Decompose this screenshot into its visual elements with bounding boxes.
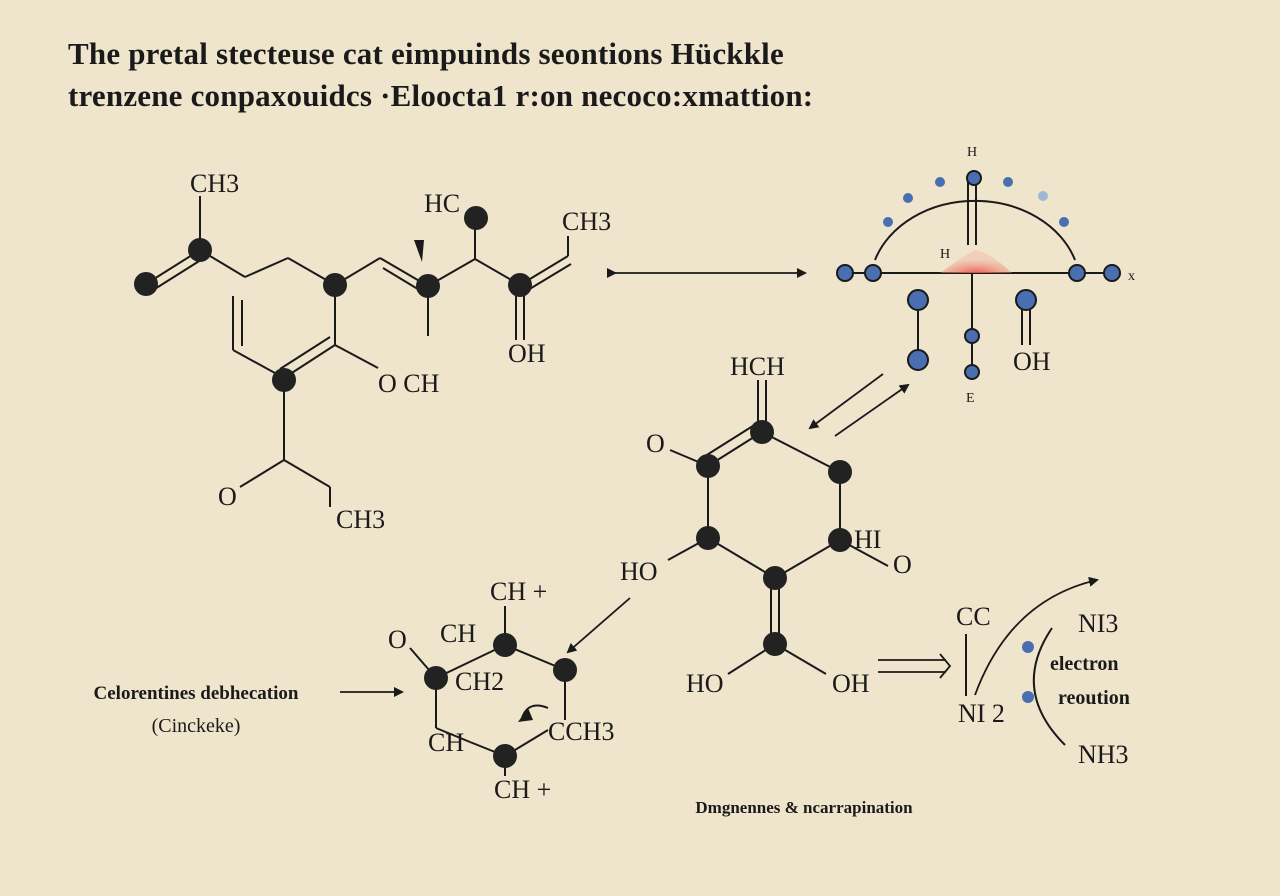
atom [964, 328, 980, 344]
caption-bottom: Dmgnennes & ncarrapination [695, 798, 913, 817]
orbital-diagram: H H x OH E [836, 145, 1135, 406]
label-o-low: O [218, 482, 237, 511]
arrow [808, 373, 884, 430]
label-nh3: NH3 [1078, 740, 1129, 769]
atom [464, 206, 488, 230]
label-ni2: NI 2 [958, 699, 1005, 728]
label-hi: HI [854, 525, 881, 554]
molecule-b: HCH O HO HI O HO OH [620, 352, 912, 698]
atom [935, 177, 945, 187]
label-o-left: O [646, 429, 665, 458]
atom [1068, 264, 1086, 282]
label-ch-left: CH [428, 728, 464, 757]
label-ni3: NI3 [1078, 609, 1118, 638]
label-e: E [966, 391, 975, 406]
label-o-right: O [893, 550, 912, 579]
atom [272, 368, 296, 392]
caption-left-line1: Celorentines debhecation [94, 683, 299, 704]
atom [1059, 217, 1069, 227]
label-ch3-low: CH3 [336, 505, 385, 534]
label-cch3: CCH3 [548, 717, 614, 746]
atom [493, 633, 517, 657]
atom [964, 364, 980, 380]
arrow [834, 383, 910, 437]
label-oh: OH [508, 339, 546, 368]
atom [696, 526, 720, 550]
atom [323, 273, 347, 297]
label-ch-plus-top: CH + [490, 577, 547, 606]
atom [424, 666, 448, 690]
atom [836, 264, 854, 282]
atom [508, 273, 532, 297]
label-ch-plus-bottom: CH + [494, 775, 551, 804]
atom [903, 193, 913, 203]
label-cc: CC [956, 602, 991, 631]
atom [907, 289, 929, 311]
caption-left-line2: (Cinckeke) [152, 715, 241, 737]
label-electron: electron [1050, 653, 1119, 675]
label-o: O [388, 625, 407, 654]
atom [1022, 641, 1034, 653]
atom [1038, 191, 1048, 201]
atom [763, 632, 787, 656]
label-h-top: H [967, 145, 977, 160]
title-line-1: The pretal stecteuse cat eimpuinds seont… [68, 36, 784, 71]
label-oh-orbital: OH [1013, 347, 1051, 376]
atom [416, 274, 440, 298]
atom [493, 744, 517, 768]
label-oh-bottom: OH [832, 669, 870, 698]
label-ch2: CH2 [455, 667, 504, 696]
atom [696, 454, 720, 478]
label-och: O CH [378, 369, 440, 398]
molecule-a: CH3 HC CH3 O CH OH O CH3 [134, 169, 611, 534]
arrow [566, 597, 631, 654]
atom [907, 349, 929, 371]
molecule-c: CH + CH O CH2 CCH3 CH CH + [388, 577, 614, 804]
label-ho-bottom: HO [686, 669, 724, 698]
label-ho-left: HO [620, 557, 658, 586]
atom [966, 170, 982, 186]
title-line-2: trenzene conpaxouidcs ·Eloocta1 r:on nec… [68, 78, 814, 113]
label-hc: HC [424, 189, 460, 218]
atom [1103, 264, 1121, 282]
atom [883, 217, 893, 227]
atom [188, 238, 212, 262]
atom [864, 264, 882, 282]
atom [1003, 177, 1013, 187]
atom [134, 272, 158, 296]
reaction-scheme: CC NI 2 NI3 electron reoution NH3 [956, 576, 1130, 769]
atom [1015, 289, 1037, 311]
atom [1022, 691, 1034, 703]
atom [750, 420, 774, 444]
label-x: x [1128, 269, 1135, 284]
label-reoution: reoution [1058, 687, 1130, 709]
atom [553, 658, 577, 682]
atom [828, 460, 852, 484]
label-hch: HCH [730, 352, 785, 381]
label-ch3-right: CH3 [562, 207, 611, 236]
atom [828, 528, 852, 552]
double-arrow-head [939, 653, 952, 679]
label-h-mid: H [940, 247, 950, 262]
label-ch: CH [440, 619, 476, 648]
atom [763, 566, 787, 590]
label-ch3-top: CH3 [190, 169, 239, 198]
